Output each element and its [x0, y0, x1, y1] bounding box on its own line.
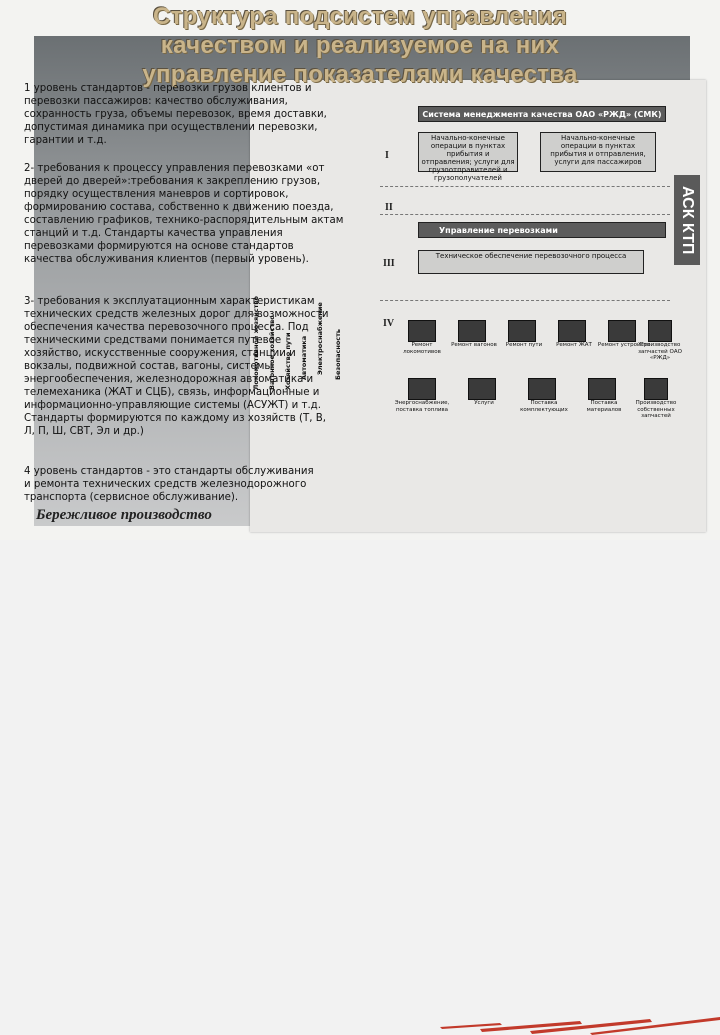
- icon-caption: Ремонт вагонов: [451, 342, 497, 348]
- locomotive-repair-icon: [408, 320, 436, 342]
- level-divider: [380, 214, 670, 215]
- icon-caption: Поставка комплектующих: [520, 400, 568, 413]
- traffic-control-box: Управление перевозками: [418, 222, 666, 238]
- icon-caption: Энергоснабжение, поставка топлива: [394, 400, 450, 413]
- stripes-decoration: [440, 1017, 720, 1035]
- vertical-column-label: Хозяйство пути: [284, 332, 292, 391]
- paragraph-level-4: 4 уровень стандартов - это стандарты обс…: [24, 466, 314, 503]
- wagon-repair-icon: [458, 320, 486, 342]
- energy-supply-icon: [408, 378, 436, 400]
- device-repair-icon: [608, 320, 636, 342]
- level-divider: [380, 300, 670, 301]
- icon-caption: Ремонт ЖАТ: [556, 342, 592, 348]
- automation-repair-icon: [558, 320, 586, 342]
- footer-label: Бережливое производство: [36, 507, 212, 523]
- level-III-label: III: [383, 258, 395, 269]
- icon-caption: Ремонт локомотивов: [403, 342, 441, 355]
- level-I-label: I: [385, 150, 389, 161]
- parts-production-icon: [648, 320, 672, 342]
- icon-caption: Производство запчастей ОАО «РЖД»: [638, 342, 682, 361]
- vertical-column-label: Вагонное хозяйство: [268, 315, 276, 390]
- paragraph-level-2: 2- требования к процессу управления пере…: [24, 163, 344, 265]
- icon-caption: Ремонт пути: [505, 342, 543, 348]
- components-supply-icon: [528, 378, 556, 400]
- level-divider: [380, 186, 670, 187]
- paragraph-level-3: 3- требования к эксплуатационным характе…: [24, 296, 329, 437]
- icon-caption: Ремонт устройств: [597, 342, 651, 348]
- track-repair-icon: [508, 320, 536, 342]
- level-II-label: II: [385, 202, 393, 213]
- passenger-operations-box: Начально-конечные операции в пунктах при…: [540, 132, 656, 172]
- paragraph-level-1: 1 уровень стандартов - перевозки грузов …: [24, 83, 327, 146]
- materials-supply-icon: [588, 378, 616, 400]
- vertical-column-label: Локомотивное хозяйство: [252, 296, 260, 390]
- smk-box: Система менеджмента качества ОАО «РЖД» (…: [418, 106, 666, 122]
- own-parts-icon: [644, 378, 668, 400]
- icon-caption: Услуги: [474, 400, 494, 406]
- slide-title: Структура подсистем управления качеством…: [142, 3, 578, 88]
- technical-support-box: Техническое обеспечение перевозочного пр…: [418, 250, 644, 274]
- icon-caption: Производство собственных запчастей: [635, 400, 677, 419]
- icon-caption: Поставка материалов: [586, 400, 622, 413]
- ask-ktp-label: АСК КТП: [674, 175, 700, 265]
- services-icon: [468, 378, 496, 400]
- vertical-column-label: Безопасность: [334, 328, 342, 380]
- vertical-column-label: Автоматика: [300, 335, 308, 380]
- level-IV-label: IV: [383, 318, 395, 329]
- vertical-column-label: Электроснабжение: [316, 302, 324, 375]
- freight-operations-box: Начально-конечные операции в пунктах при…: [418, 132, 518, 182]
